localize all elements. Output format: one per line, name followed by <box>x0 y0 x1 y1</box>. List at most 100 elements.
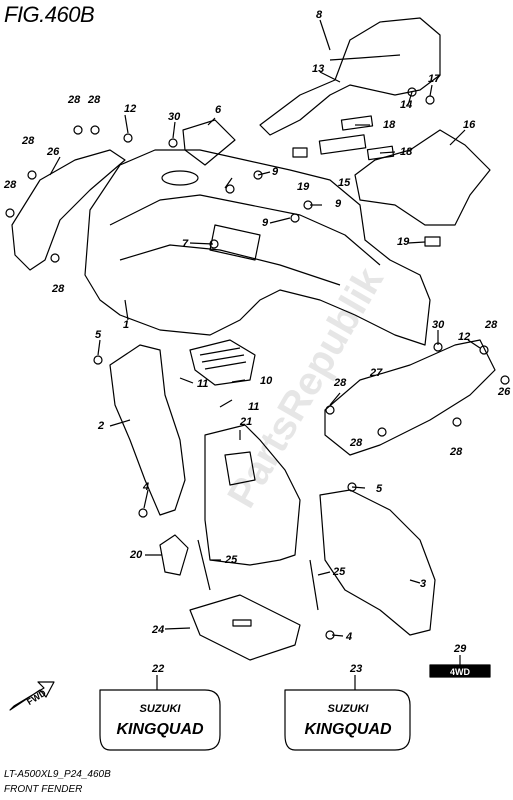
bolt-icon <box>138 508 148 518</box>
bracket <box>159 534 189 576</box>
callout-label: 28 <box>484 319 498 331</box>
callout-label: 20 <box>129 549 143 561</box>
callout-label: 25 <box>332 566 346 578</box>
callout-label: 11 <box>197 378 208 390</box>
cover-line <box>329 54 401 61</box>
decal-right-brand: SUZUKI <box>328 703 370 715</box>
fender-cap <box>161 170 199 186</box>
callout-label: 13 <box>312 63 324 75</box>
right-inner-guard <box>319 489 436 636</box>
rear-top-cover <box>259 17 441 136</box>
grille-cover <box>189 339 256 386</box>
callout-label: 28 <box>3 179 17 191</box>
callout-label: 11 <box>248 401 259 413</box>
badge-label: 4WD <box>450 667 471 677</box>
callout-label: 3 <box>420 578 426 590</box>
bolt-icon <box>225 184 235 194</box>
bolt-icon <box>93 355 103 365</box>
callout-label: 28 <box>449 446 463 458</box>
callout-label: 30 <box>432 319 445 331</box>
callout-label: 25 <box>224 554 238 566</box>
cushion-b <box>424 236 441 247</box>
bolt-icon <box>27 170 37 180</box>
left-inner-guard <box>109 344 186 516</box>
small-cover <box>182 119 236 166</box>
callout-label: 12 <box>124 103 136 115</box>
decal-right-model: KINGQUAD <box>304 721 392 738</box>
left-side-guard <box>11 149 126 271</box>
fender-opening <box>209 224 261 261</box>
fwd-arrow-icon <box>9 681 55 711</box>
callout-label: 12 <box>458 331 470 343</box>
decal-left <box>99 689 221 751</box>
callout-label: 19 <box>397 236 410 248</box>
callout-label: 17 <box>428 73 441 85</box>
callout-label: 28 <box>333 377 347 389</box>
bolt-icon <box>253 170 263 180</box>
inner-panel <box>204 424 301 566</box>
callout-label: 15 <box>338 177 351 189</box>
bolt-icon <box>168 138 178 148</box>
callout-label: 26 <box>46 146 60 158</box>
callout-label: 28 <box>349 437 363 449</box>
bolt-icon <box>500 375 510 385</box>
tape-strip-c <box>366 145 395 161</box>
callout-label: 5 <box>95 329 102 341</box>
bolt-icon <box>452 417 462 427</box>
callout-label: 28 <box>67 94 81 106</box>
callout-label: 6 <box>215 104 222 116</box>
front-fender-body <box>84 149 431 346</box>
callout-label: 16 <box>463 119 476 131</box>
callout-label: 4 <box>345 631 352 643</box>
bolt-icon <box>377 427 387 437</box>
callout-label: 19 <box>297 181 310 193</box>
strap-right <box>309 559 319 611</box>
grille-slats <box>199 347 247 370</box>
bolt-icon <box>73 125 83 135</box>
strap-left <box>197 539 211 591</box>
decal-left-brand: SUZUKI <box>140 703 182 715</box>
bolt-icon <box>90 125 100 135</box>
fender-ridge <box>109 194 381 266</box>
callout-label: 28 <box>21 135 35 147</box>
bolt-icon <box>325 405 335 415</box>
callout-label: 18 <box>383 119 396 131</box>
callout-label: 1 <box>123 319 129 331</box>
callout-label: 8 <box>316 9 323 21</box>
fwd-label: FWD <box>25 688 48 708</box>
panel-cutout <box>224 451 256 486</box>
figure-name: FRONT FENDER <box>4 784 83 795</box>
callout-label: 14 <box>400 99 412 111</box>
fender-ridge-2 <box>119 244 341 286</box>
callout-label: 28 <box>51 283 65 295</box>
callout-label: 23 <box>349 663 362 675</box>
callout-label: 21 <box>239 416 252 428</box>
bolt-icon <box>50 253 60 263</box>
callout-label: 28 <box>87 94 101 106</box>
callout-label: 7 <box>182 238 189 250</box>
cushion-a <box>292 147 308 158</box>
callout-label: 22 <box>151 663 164 675</box>
watermark: PartsRepublik <box>219 260 392 516</box>
right-mud-flap <box>324 339 496 456</box>
figure-code: LT-A500XL9_P24_460B <box>4 769 111 780</box>
callout-label: 9 <box>335 198 342 210</box>
skid-plate <box>189 594 301 661</box>
callout-label: 24 <box>151 624 164 636</box>
callout-label: 4 <box>142 481 149 493</box>
figure-title: FIG.460B <box>4 2 95 27</box>
bolt-icon <box>479 345 489 355</box>
decal-right <box>284 689 411 751</box>
callout-label: 2 <box>97 420 104 432</box>
callout-label: 5 <box>376 483 383 495</box>
callout-label: 9 <box>272 166 279 178</box>
callout-label: 26 <box>497 386 511 398</box>
side-panel <box>354 129 491 226</box>
callout-label: 18 <box>400 146 413 158</box>
callout-label: 29 <box>453 643 467 655</box>
decal-left-model: KINGQUAD <box>116 721 204 738</box>
plate-slot <box>232 619 252 627</box>
callout-label: 9 <box>262 217 269 229</box>
bolt-icon <box>290 213 300 223</box>
